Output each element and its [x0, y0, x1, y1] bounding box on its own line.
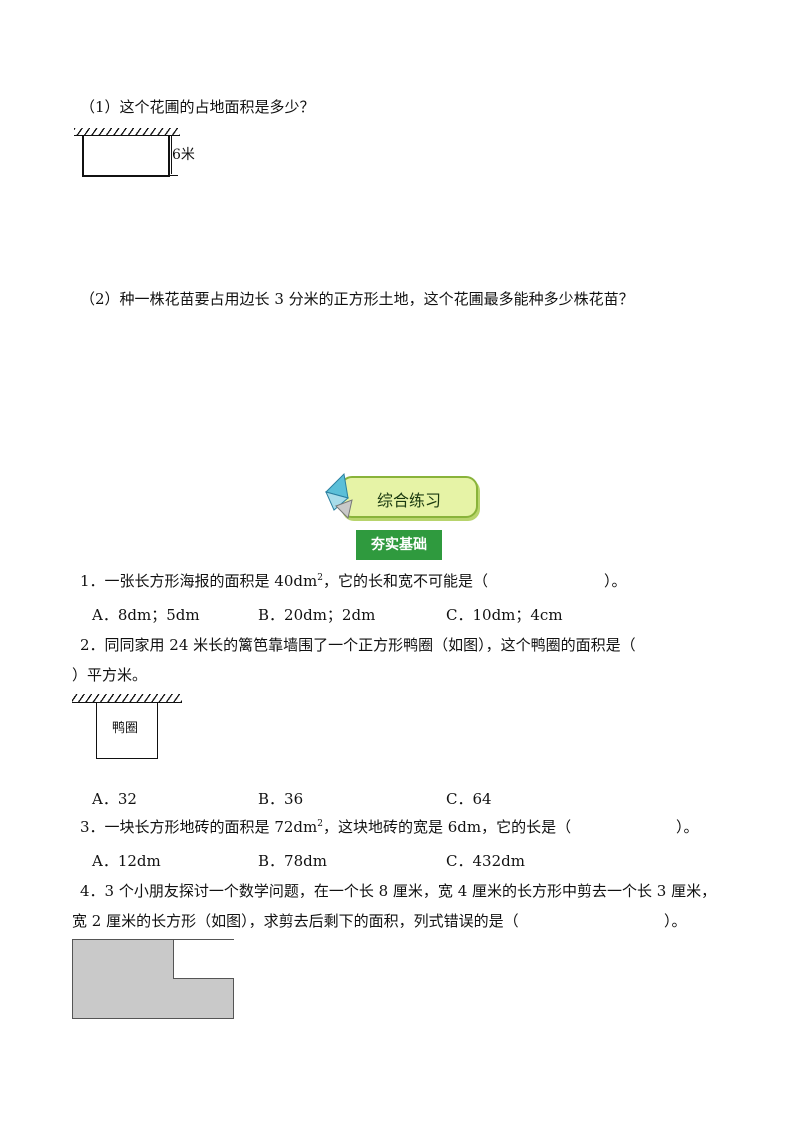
q1-option-a[interactable]: A．8dm；5dm — [92, 606, 200, 624]
q2-option-c[interactable]: C．64 — [446, 790, 492, 808]
q4-close: ）。 — [664, 912, 687, 930]
q2-text-line1: 2．同同家用 24 米长的篱笆靠墙围了一个正方形鸭圈（如图），这个鸭圈的面积是（ — [80, 636, 636, 654]
q1-text-post: ，它的长和宽不可能是（ — [322, 572, 488, 590]
q3-sup: 2 — [317, 819, 323, 829]
q1-close: ）。 — [604, 572, 627, 590]
q2-option-a[interactable]: A．32 — [92, 790, 137, 808]
q3-text: 3．一块长方形地砖的面积是 72dm2，这块地砖的宽是 6dm，它的长是（ — [80, 818, 571, 836]
cut-out-rect — [173, 940, 234, 979]
pen-wall-hatch — [72, 694, 182, 702]
subsection-badge: 夯实基础 — [356, 530, 442, 560]
q1-option-b[interactable]: B．20dm；2dm — [258, 606, 376, 624]
duck-pen-rect — [96, 703, 158, 759]
dimension-tick — [166, 175, 178, 176]
q2-text-line2: ）平方米。 — [72, 666, 148, 684]
q3-option-c[interactable]: C．432dm — [446, 852, 525, 870]
origami-icon — [325, 472, 353, 519]
section-pill: 综合练习 — [340, 476, 478, 518]
q1-text: 1．一张长方形海报的面积是 40dm2，它的长和宽不可能是（ — [80, 572, 488, 590]
q4-text-line1: 4．3 个小朋友探讨一个数学问题，在一个长 8 厘米，宽 4 厘米的长方形中剪去… — [80, 882, 717, 900]
section-badge: 综合练习 — [322, 472, 478, 520]
dimension-label: 6米 — [172, 147, 195, 163]
q3-text-pre: 3．一块长方形地砖的面积是 72dm — [80, 818, 318, 836]
question-2-text: （2）种一株花苗要占用边长 3 分米的正方形土地，这个花圃最多能种多少株花苗？ — [80, 290, 634, 308]
q1-sup: 2 — [317, 573, 323, 583]
q1-text-pre: 1．一张长方形海报的面积是 40dm — [80, 572, 318, 590]
q3-option-a[interactable]: A．12dm — [92, 852, 161, 870]
q3-text-post: ，这块地砖的宽是 6dm，它的长是（ — [322, 818, 572, 836]
pen-wall-line — [72, 702, 182, 703]
q1-option-c[interactable]: C．10dm；4cm — [446, 606, 563, 624]
q4-text-line2: 宽 2 厘米的长方形（如图），求剪去后剩下的面积，列式错误的是（ — [72, 912, 519, 930]
garden-rect — [82, 135, 170, 177]
section-title: 综合练习 — [376, 491, 441, 510]
q2-option-b[interactable]: B．36 — [258, 790, 304, 808]
dimension-line — [171, 136, 172, 174]
q3-close: ）。 — [676, 818, 699, 836]
duck-pen-label: 鸭圈 — [112, 721, 139, 736]
q3-option-b[interactable]: B．78dm — [258, 852, 327, 870]
wall-hatch — [74, 128, 180, 136]
question-1-text: （1）这个花圃的占地面积是多少？ — [80, 98, 315, 116]
wall-line — [74, 135, 180, 136]
